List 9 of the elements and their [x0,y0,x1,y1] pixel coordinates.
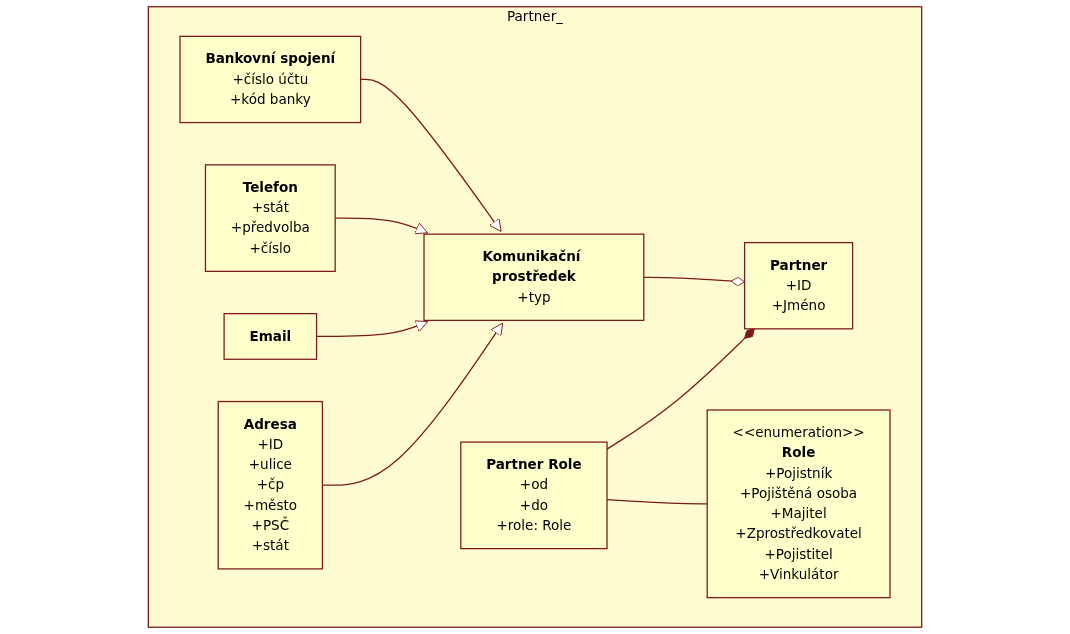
node-box: Partner +ID +Jméno [743,241,854,330]
node-box: Bankovní spojení +číslo účtu +kód banky [179,35,362,124]
node-box: <<enumeration>> Role +Pojistník +Pojištěná osoba +Majitel +Zprostředkovatel +Pojistitel +Vinkulátor [706,409,891,599]
node-box: Komunikační prostředek +typ [423,233,645,321]
node-box: Partner Role +od +do +role: Role [460,441,608,550]
node-box: Adresa +ID +ulice +čp +město +PSČ +stát [217,400,324,570]
node-box: Email [223,313,318,360]
arrow [360,78,502,233]
node-box: Telefon +stát +předvolba +číslo [204,164,336,272]
